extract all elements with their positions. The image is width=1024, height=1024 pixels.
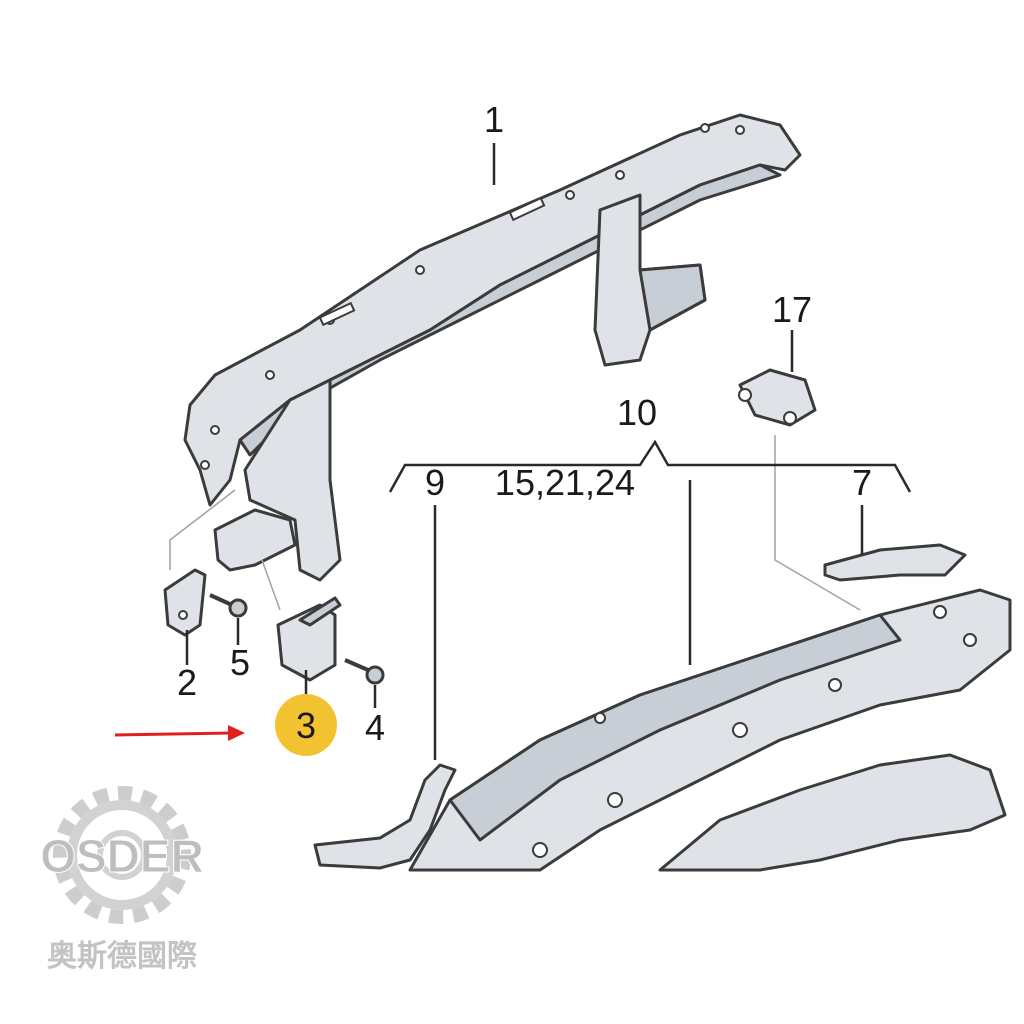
callout-3: 3 bbox=[296, 705, 316, 746]
callout-17: 17 bbox=[772, 289, 812, 330]
part-7-trim bbox=[823, 543, 967, 582]
watermark-brand: OSDER bbox=[40, 830, 204, 882]
watermark-subtitle: 奥斯德國際 bbox=[47, 939, 197, 974]
highlight-circle-3 bbox=[275, 694, 337, 756]
callout-15-21-24: 15,21,24 bbox=[495, 462, 635, 503]
part-10-lower-member bbox=[408, 588, 1012, 872]
part-5-bolt bbox=[209, 593, 248, 618]
part-9-trim bbox=[313, 763, 457, 870]
part-17-clip bbox=[738, 368, 817, 427]
part-1-upper-crossmember bbox=[183, 113, 802, 582]
part-2-bracket bbox=[163, 568, 207, 637]
watermark-logo: OSDER 奥斯德國際 bbox=[40, 786, 204, 974]
part-4-bolt bbox=[344, 658, 385, 685]
callout-2: 2 bbox=[177, 662, 197, 703]
callout-1: 1 bbox=[484, 99, 504, 140]
part-3-bracket bbox=[276, 596, 342, 682]
callout-10: 10 bbox=[617, 392, 657, 433]
callout-5: 5 bbox=[230, 642, 250, 683]
callout-4: 4 bbox=[365, 707, 385, 748]
callout-7: 7 bbox=[852, 462, 872, 503]
callout-9: 9 bbox=[425, 462, 445, 503]
red-arrow bbox=[114, 725, 245, 741]
leader-lines bbox=[185, 143, 912, 760]
guide-lines bbox=[169, 435, 861, 611]
gear-icon bbox=[53, 786, 191, 924]
